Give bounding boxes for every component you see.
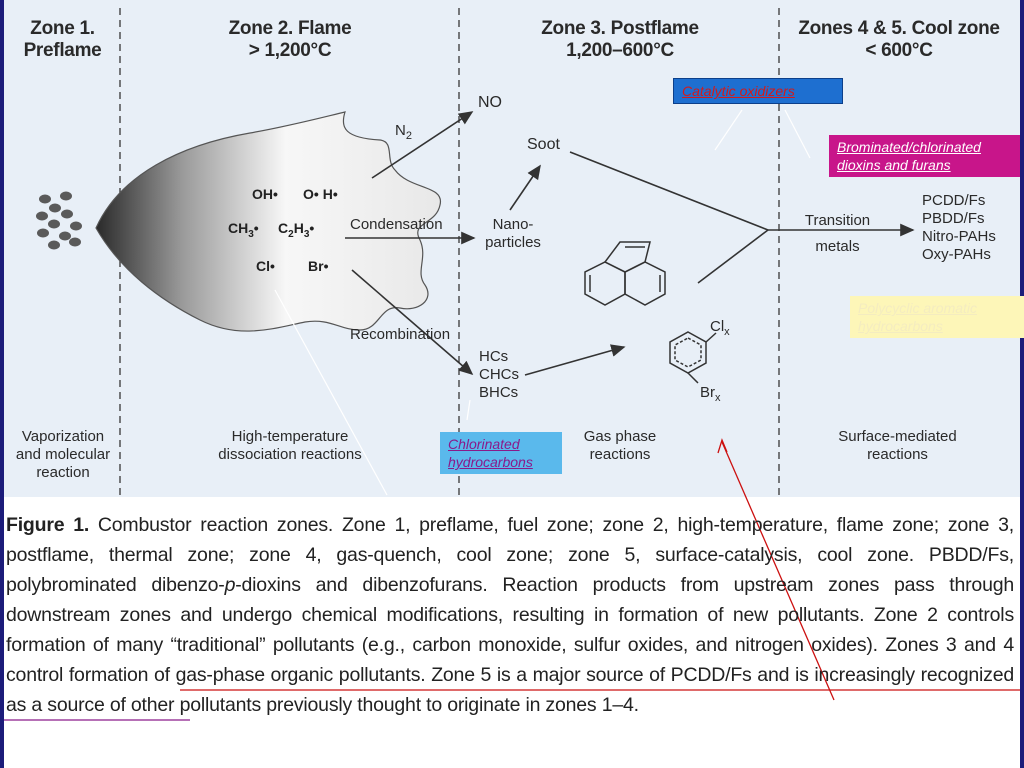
overlay-brominated-dioxins[interactable]: Brominated/chlorinated dioxins and furan… xyxy=(829,135,1020,177)
right-frame-border xyxy=(1020,0,1024,768)
halogenated-benzene xyxy=(669,331,717,384)
overlay-pointer-lines xyxy=(274,109,811,496)
reaction-zone-2-line1: High-temperature xyxy=(231,428,349,445)
label-hydrocarbons-list: HCs CHCs BHCs xyxy=(479,348,519,402)
label-nano-line2: particles xyxy=(485,234,541,251)
reaction-zone-3: Gas phase reactions xyxy=(570,428,670,464)
radical-ch3: CH3• xyxy=(228,220,259,240)
zone-4-5-title: Zones 4 & 5. Cool zone xyxy=(798,18,1000,39)
zone-2-heading: Zone 2. Flame > 1,200°C xyxy=(195,18,385,62)
arrow-hcs-to-pah xyxy=(524,344,626,376)
overlay-catalytic-text: Catalytic oxidizers xyxy=(682,83,795,99)
radical-c2h3: C2H3• xyxy=(278,220,315,240)
left-frame-border xyxy=(0,0,4,768)
reaction-zone-2: High-temperature dissociation reactions xyxy=(195,428,385,464)
zone-1-subtitle: Preflame xyxy=(23,40,102,61)
overlay-polycyclic-line2: hydrocarbons xyxy=(858,318,943,334)
zone-2-subtitle: > 1,200°C xyxy=(248,40,332,61)
reaction-zone-3-line2: reactions xyxy=(589,446,651,463)
overlay-chlorinated-hydrocarbons[interactable]: Chlorinated hydrocarbons xyxy=(440,432,562,474)
product-pbdd-fs: PBDD/Fs xyxy=(922,210,985,227)
overlay-brominated-line1: Brominated/chlorinated xyxy=(837,139,981,155)
label-soot: Soot xyxy=(527,136,560,153)
arrow-recombination xyxy=(351,269,474,376)
reaction-zone-3-line1: Gas phase xyxy=(583,428,657,445)
reaction-zone-4-5: Surface-mediated reactions xyxy=(820,428,975,464)
label-nanoparticles: Nano- particles xyxy=(478,216,548,252)
reaction-zone-1: Vaporization and molecular reaction xyxy=(8,428,118,482)
figure-caption: Figure 1. Combustor reaction zones. Zone… xyxy=(6,510,1014,720)
radical-oh: OH• xyxy=(252,186,278,202)
arrow-n2-to-no xyxy=(371,111,474,179)
line-soot-to-junction xyxy=(569,151,769,231)
zone-3-heading: Zone 3. Postflame 1,200–600°C xyxy=(520,18,720,62)
caption-italic-p: p xyxy=(224,574,236,596)
radical-br: Br• xyxy=(308,258,329,274)
label-n2: N2 xyxy=(395,122,412,142)
zone-3-title: Zone 3. Postflame xyxy=(541,18,699,39)
reaction-zone-1-line2: and molecular xyxy=(15,446,111,463)
product-pcdd-fs: PCDD/Fs xyxy=(922,192,986,209)
fuel-droplets xyxy=(36,191,82,250)
pah-molecule xyxy=(584,241,666,306)
label-bhcs: BHCs xyxy=(479,384,519,401)
label-brx: Brx xyxy=(700,384,721,404)
reaction-zone-2-line2: dissociation reactions xyxy=(218,446,362,463)
product-oxy-pahs: Oxy-PAHs xyxy=(922,246,991,263)
overlay-polycyclic-line1: Polycyclic aromatic xyxy=(858,300,978,316)
label-hcs: HCs xyxy=(479,348,509,365)
reaction-zone-4-5-line2: reactions xyxy=(867,446,928,463)
reaction-zone-1-line3: reaction xyxy=(36,464,90,481)
red-annotation xyxy=(717,438,835,701)
zone-4-5-subtitle: < 600°C xyxy=(865,40,933,61)
product-nitro-pahs: Nitro-PAHs xyxy=(922,228,996,245)
caption-text-part1: Combustor reaction zones. Zone 1, prefla… xyxy=(6,514,1014,596)
label-condensation: Condensation xyxy=(350,216,443,233)
radical-o-h: O• H• xyxy=(303,186,338,202)
label-recombination: Recombination xyxy=(350,326,451,343)
products-list: PCDD/Fs PBDD/Fs Nitro-PAHs Oxy-PAHs xyxy=(922,192,996,264)
label-nano-line1: Nano- xyxy=(492,216,534,233)
zone-3-subtitle: 1,200–600°C xyxy=(566,40,674,61)
label-transition-metals: Transition metals xyxy=(795,208,880,260)
caption-text-part2: -dioxins and dibenzofurans. Reaction pro… xyxy=(6,574,1014,716)
radical-cl: Cl• xyxy=(256,258,275,274)
label-transition-line1: Transition xyxy=(804,212,871,229)
zone-1-heading: Zone 1. Preflame xyxy=(10,18,115,62)
line-pah-to-junction xyxy=(697,229,769,284)
overlay-chlorinated-line1: Chlorinated xyxy=(448,436,520,452)
overlay-brominated-line2: dioxins and furans xyxy=(837,157,951,173)
reaction-zone-4-5-line1: Surface-mediated xyxy=(838,428,957,445)
reaction-zone-1-line1: Vaporization xyxy=(21,428,105,445)
arrow-nano-to-soot xyxy=(509,164,541,211)
overlay-polycyclic-aromatic[interactable]: Polycyclic aromatic hydrocarbons xyxy=(850,296,1024,338)
overlay-chlorinated-line2: hydrocarbons xyxy=(448,454,533,470)
zone-4-5-heading: Zones 4 & 5. Cool zone < 600°C xyxy=(784,18,1014,62)
label-chcs: CHCs xyxy=(479,366,519,383)
caption-label: Figure 1. xyxy=(6,514,90,536)
label-no: NO xyxy=(478,94,502,111)
label-clx: Clx xyxy=(710,318,730,338)
zone-2-title: Zone 2. Flame xyxy=(228,18,352,39)
zone-1-title: Zone 1. xyxy=(30,18,95,39)
overlay-catalytic-oxidizers[interactable]: Catalytic oxidizers xyxy=(673,78,843,104)
label-transition-line2: metals xyxy=(815,238,860,255)
